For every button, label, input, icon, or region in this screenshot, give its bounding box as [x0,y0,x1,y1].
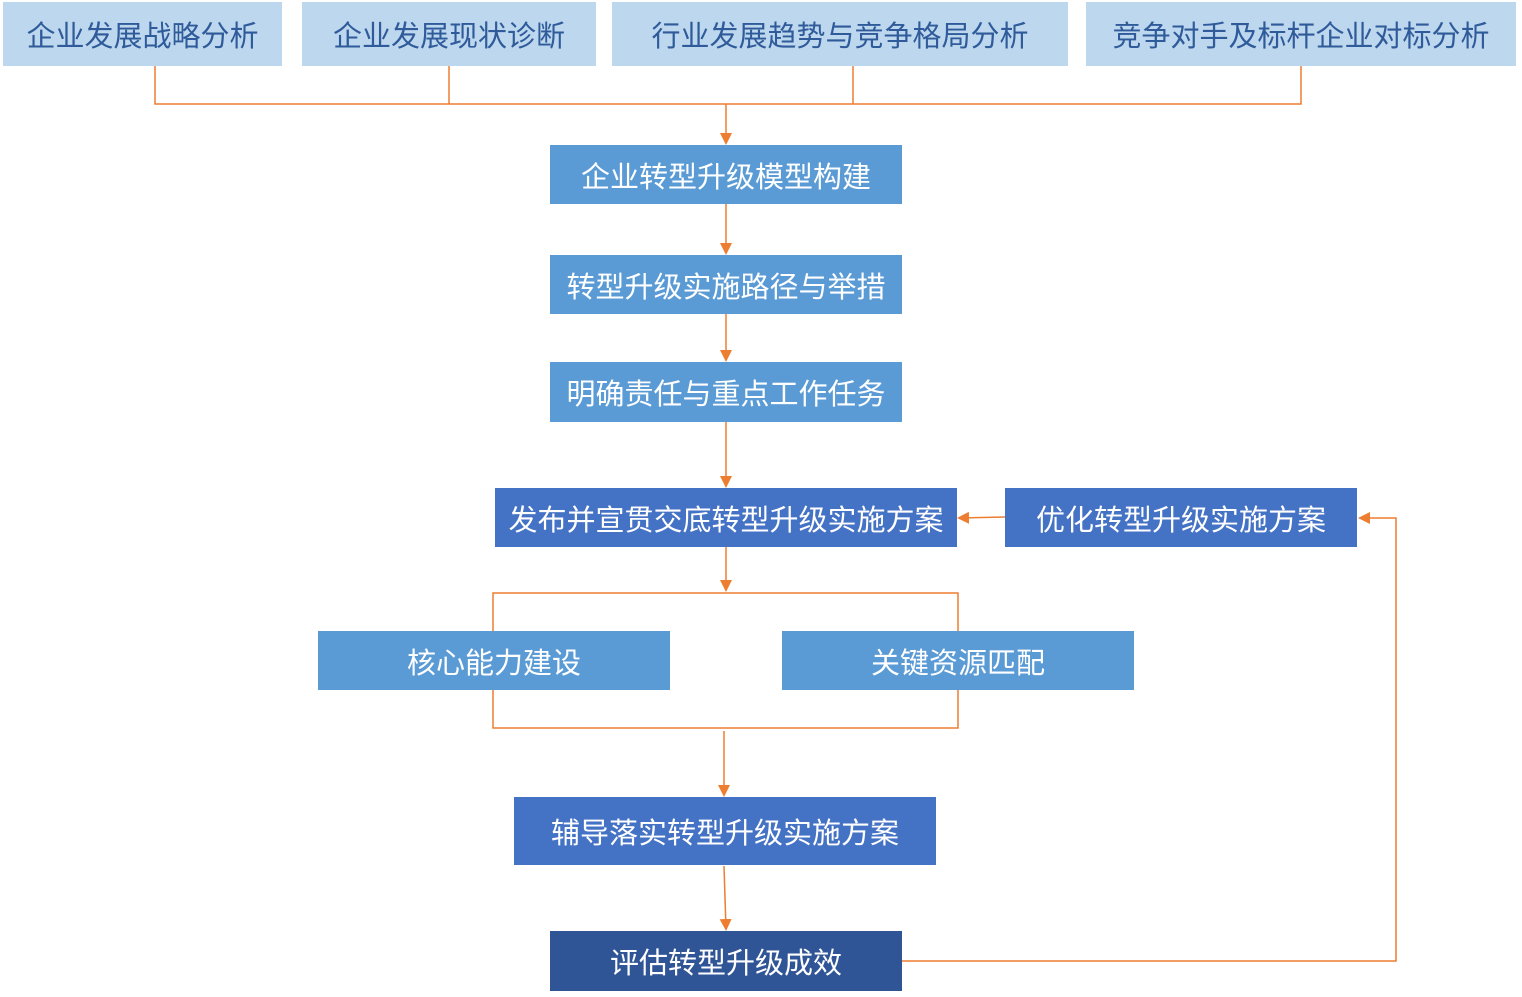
step-publish-plan-label: 发布并宣贯交底转型升级实施方案 [508,502,944,537]
step-optimize-plan: 优化转型升级实施方案 [1005,488,1357,547]
step-evaluate-label: 评估转型升级成效 [609,946,842,980]
analysis-box-status: 企业发展现状诊断 [302,2,596,66]
analysis-label-strategy: 企业发展战略分析 [26,19,259,53]
feedback-loop [902,512,1397,962]
analysis-box-industry: 行业发展趋势与竞争格局分析 [612,2,1068,66]
step-optimize-plan-label: 优化转型升级实施方案 [1035,502,1326,537]
step-key-resources-label: 关键资源匹配 [870,645,1045,680]
arrow-optimize-to-publish [957,511,1006,524]
analysis-label-industry: 行业发展趋势与竞争格局分析 [651,19,1029,53]
step-responsibilities-label: 明确责任与重点工作任务 [566,377,886,411]
step-model-build-label: 企业转型升级模型构建 [580,159,871,194]
step-coach-implement: 辅导落实转型升级实施方案 [514,797,936,865]
join-bracket [492,690,959,729]
step-core-capability-label: 核心能力建设 [406,645,581,680]
merge-bracket-top [154,66,1302,105]
step-coach-implement-label: 辅导落实转型升级实施方案 [550,816,899,850]
arrow-to-evaluate [719,865,732,931]
step-path-measures: 转型升级实施路径与举措 [550,255,902,314]
step-publish-plan: 发布并宣贯交底转型升级实施方案 [495,488,957,547]
step-responsibilities: 明确责任与重点工作任务 [550,362,902,422]
step-model-build: 企业转型升级模型构建 [550,145,902,204]
step-key-resources: 关键资源匹配 [782,631,1134,690]
analysis-box-benchmark: 竞争对手及标杆企业对标分析 [1086,2,1516,66]
step-core-capability: 核心能力建设 [318,631,670,690]
step-path-measures-label: 转型升级实施路径与举措 [566,269,886,304]
analysis-label-benchmark: 竞争对手及标杆企业对标分析 [1112,19,1490,53]
split-bracket [492,592,959,631]
analysis-label-status: 企业发展现状诊断 [332,19,565,53]
step-evaluate: 评估转型升级成效 [550,931,902,991]
analysis-box-strategy: 企业发展战略分析 [3,2,282,66]
